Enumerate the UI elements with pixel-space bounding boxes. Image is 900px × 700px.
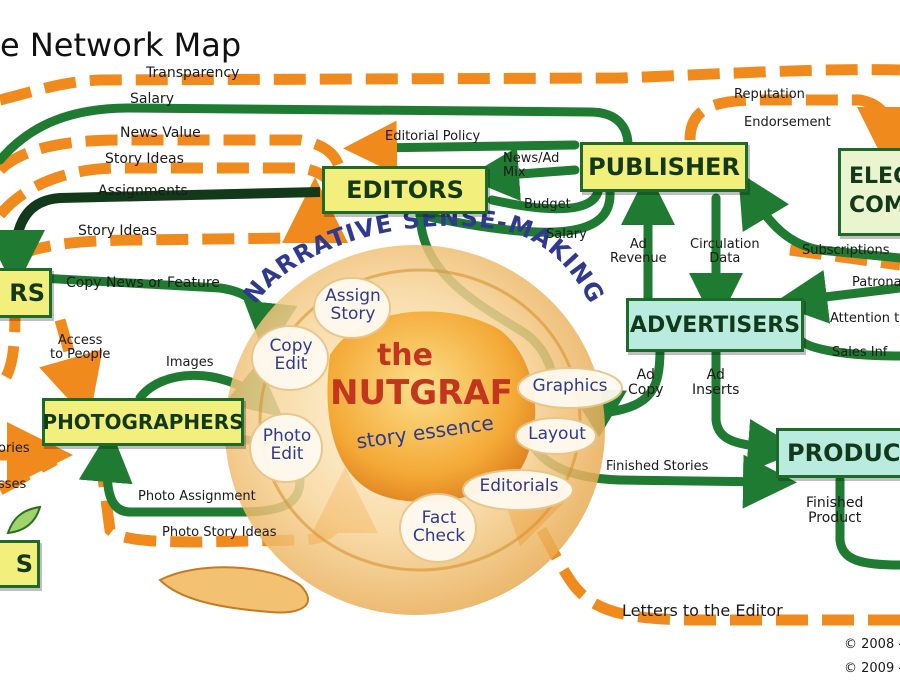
fact-check-task[interactable]: Fact Check — [412, 508, 466, 546]
reputation-label: Reputation — [734, 87, 805, 102]
patrona-label: Patrona — [852, 275, 900, 290]
sales-label: Sales Inf — [832, 345, 888, 360]
graphics-task[interactable]: Graphics — [532, 376, 608, 396]
sses-left-label: sses — [0, 477, 27, 492]
attention-label: Attention to — [830, 311, 900, 326]
news-value-flow — [0, 134, 346, 176]
finished-stories-label: Finished Stories — [606, 459, 709, 474]
stories-left-label: ories — [0, 441, 30, 456]
story-ideas-flow-2 — [17, 177, 348, 261]
nutgraf-title: NUTGRAF — [330, 373, 513, 413]
salary-mid-flow — [415, 187, 615, 237]
ad-inserts-label: Ad Inserts — [692, 367, 740, 399]
transparency-flow — [0, 64, 900, 106]
leaf-icon — [6, 505, 46, 535]
editorial-policy-label: Editorial Policy — [385, 129, 481, 144]
assignments-label: Assignments — [98, 183, 188, 199]
publisher-node[interactable]: PUBLISHER — [580, 142, 748, 192]
photo-story-ideas-flow — [94, 454, 378, 548]
editors-node[interactable]: EDITORS — [322, 166, 488, 214]
production-node[interactable]: PRODUC — [776, 428, 900, 478]
budget-label: Budget — [524, 197, 571, 212]
subscriptions-green-flow — [738, 171, 900, 263]
sses-left-flow — [0, 455, 58, 495]
letters-label: Letters to the Editor — [622, 601, 783, 620]
endorsement-label: Endorsement — [744, 115, 831, 130]
nutgraf-the: the — [376, 338, 434, 373]
assignments-flow — [0, 187, 321, 290]
finished-product-label: Finished Product — [806, 495, 864, 527]
photo-edit-task[interactable]: Photo Edit — [262, 426, 312, 464]
reporters-node[interactable]: RS — [0, 268, 52, 318]
salary-top-flow — [0, 103, 633, 165]
ad-copy-label: Ad Copy — [628, 367, 664, 399]
editorials-task[interactable]: Editorials — [479, 476, 559, 496]
sales-flow — [795, 335, 900, 361]
salary-top-label: Salary — [130, 91, 174, 107]
photo-assignment-label: Photo Assignment — [138, 489, 256, 504]
circulation-data-label: Circulation Data — [690, 237, 760, 267]
news-value-label: News Value — [120, 125, 201, 141]
copy-news-label: Copy News or Feature — [66, 275, 220, 291]
photographers-node[interactable]: PHOTOGRAPHERS — [42, 398, 244, 446]
patrona-flow — [773, 269, 900, 324]
ad-copy-flow — [566, 345, 665, 438]
transparency-label: Transparency — [146, 65, 240, 81]
ad-revenue-label: Ad Revenue — [610, 237, 667, 267]
photo-story-ideas-label: Photo Story Ideas — [162, 525, 277, 540]
images-label: Images — [166, 355, 214, 370]
access-label: Access to People — [50, 333, 111, 363]
task-bubbles — [249, 277, 623, 563]
budget-flow — [487, 187, 603, 214]
subscriptions-flow — [789, 244, 900, 271]
finished-product-flow — [835, 475, 900, 570]
assign-story-task[interactable]: Assign Story — [325, 286, 381, 324]
salary-mid-label: Salary — [546, 227, 587, 242]
story-ideas-label-2: Story Ideas — [78, 223, 157, 239]
subscriptions-label: Subscriptions — [802, 243, 890, 258]
reputation-flow — [684, 94, 900, 173]
ad-inserts-flow — [711, 345, 802, 473]
copyright-line-1: © 2008 - — [844, 637, 900, 652]
story-ideas-label-1: Story Ideas — [105, 151, 184, 167]
copy-edit-task[interactable]: Copy Edit — [269, 336, 313, 374]
copyright-line-2: © 2009 - — [844, 661, 900, 676]
access-flow — [39, 318, 103, 422]
advertisers-node[interactable]: ADVERTISERS — [626, 298, 804, 352]
editorial-policy-flow — [343, 120, 580, 175]
letters-flow — [496, 476, 900, 626]
news-ad-mix-label: News/Ad Mix — [503, 151, 560, 181]
page-title: e Network Map — [0, 26, 242, 64]
news-ad-mix-flow — [465, 147, 580, 201]
layout-task[interactable]: Layout — [528, 424, 586, 444]
bottom-left-node[interactable]: S — [0, 540, 40, 588]
